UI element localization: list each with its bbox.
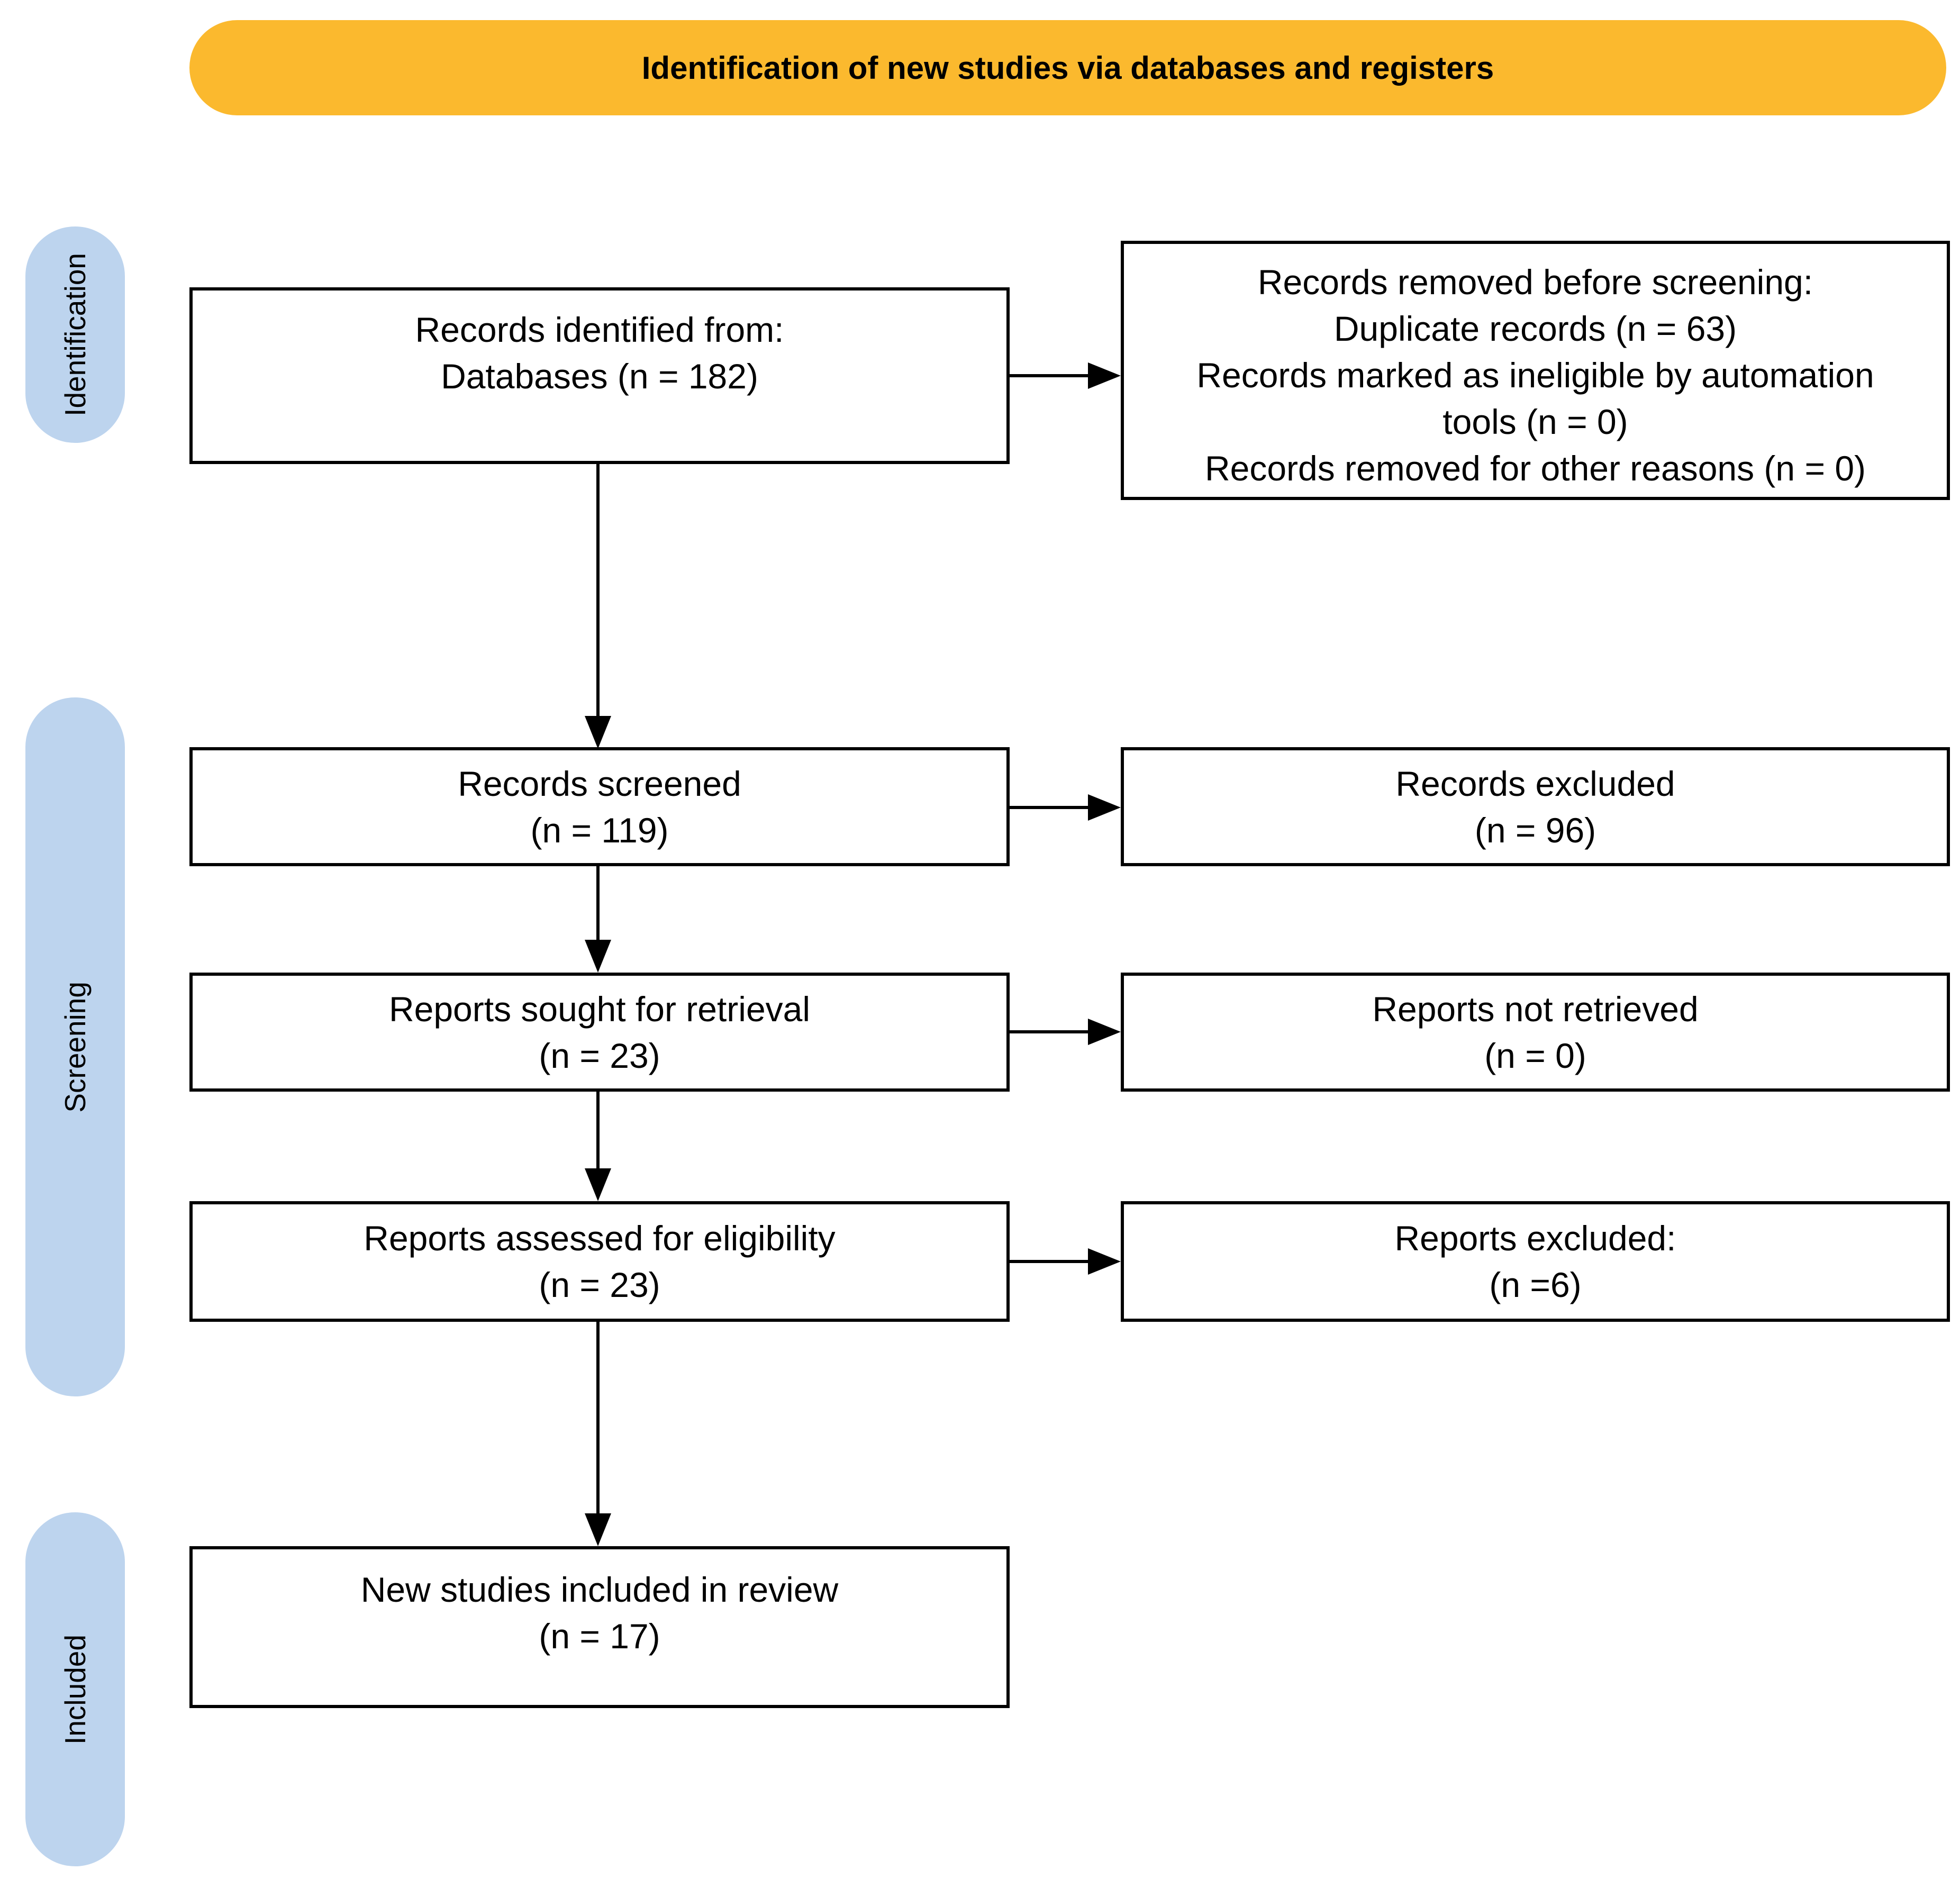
- arrow-sought-to-assessed-head-icon: [585, 1168, 611, 1201]
- records-screened-line-2: (n = 119): [530, 810, 669, 850]
- arrow-sought-to-assessed-line: [596, 1092, 600, 1169]
- reports-excluded-box: Reports excluded: (n =6): [1121, 1201, 1950, 1322]
- records-excluded-line-2: (n = 96): [1474, 810, 1596, 850]
- arrow-screened-to-sought-head-icon: [585, 940, 611, 973]
- reports-assessed-line-2: (n = 23): [539, 1265, 660, 1304]
- arrow-identified-to-screened-line: [596, 464, 600, 717]
- records-removed-line-2: Duplicate records (n = 63): [1333, 309, 1737, 348]
- new-studies-included-box: New studies included in review (n = 17): [189, 1546, 1010, 1708]
- arrow-screened-to-sought-line: [596, 866, 600, 941]
- arrow-assessed-to-repexcluded-line: [1010, 1260, 1089, 1263]
- reports-assessed-box: Reports assessed for eligibility (n = 23…: [189, 1201, 1010, 1322]
- arrow-identified-to-screened-head-icon: [585, 716, 611, 749]
- reports-sought-line-2: (n = 23): [539, 1036, 660, 1075]
- stage-label-screening-text: Screening: [59, 981, 92, 1113]
- arrow-identified-to-removed-head-icon: [1088, 362, 1121, 389]
- records-removed-box: Records removed before screening: Duplic…: [1121, 241, 1950, 500]
- new-studies-included-line-1: New studies included in review: [360, 1570, 839, 1609]
- records-removed-line-5: Records removed for other reasons (n = 0…: [1204, 449, 1866, 488]
- records-removed-line-1: Records removed before screening:: [1257, 262, 1813, 302]
- arrow-sought-to-notretrieved-head-icon: [1088, 1019, 1121, 1045]
- records-removed-line-3: Records marked as ineligible by automati…: [1196, 356, 1874, 395]
- arrow-assessed-to-included-line: [596, 1322, 600, 1514]
- arrow-identified-to-removed-line: [1010, 374, 1089, 377]
- records-excluded-box: Records excluded (n = 96): [1121, 747, 1950, 866]
- records-identified-box: Records identified from: Databases (n = …: [189, 287, 1010, 464]
- arrow-screened-to-excluded-line: [1010, 806, 1089, 809]
- stage-label-identification-text: Identification: [59, 253, 92, 416]
- reports-excluded-line-2: (n =6): [1489, 1265, 1582, 1304]
- reports-sought-line-1: Reports sought for retrieval: [388, 989, 811, 1029]
- new-studies-included-line-2: (n = 17): [539, 1617, 660, 1656]
- stage-label-included-text: Included: [59, 1634, 92, 1745]
- reports-not-retrieved-box: Reports not retrieved (n = 0): [1121, 973, 1950, 1092]
- stage-label-screening: Screening: [25, 697, 125, 1396]
- records-screened-line-1: Records screened: [458, 764, 741, 803]
- reports-excluded-line-1: Reports excluded:: [1394, 1219, 1676, 1258]
- arrow-screened-to-excluded-head-icon: [1088, 794, 1121, 821]
- banner-title: Identification of new studies via databa…: [641, 50, 1494, 86]
- records-excluded-line-1: Records excluded: [1395, 764, 1675, 803]
- records-identified-line-2: Databases (n = 182): [441, 357, 758, 396]
- reports-not-retrieved-line-2: (n = 0): [1484, 1036, 1586, 1075]
- banner: Identification of new studies via databa…: [189, 20, 1946, 115]
- reports-assessed-line-1: Reports assessed for eligibility: [364, 1219, 836, 1258]
- arrow-sought-to-notretrieved-line: [1010, 1030, 1089, 1033]
- records-screened-box: Records screened (n = 119): [189, 747, 1010, 866]
- arrow-assessed-to-included-head-icon: [585, 1513, 611, 1546]
- records-identified-line-1: Records identified from:: [415, 310, 784, 349]
- stage-label-identification: Identification: [25, 226, 125, 443]
- reports-not-retrieved-line-1: Reports not retrieved: [1372, 989, 1699, 1029]
- stage-label-included: Included: [25, 1512, 125, 1866]
- arrow-assessed-to-repexcluded-head-icon: [1088, 1248, 1121, 1275]
- reports-sought-box: Reports sought for retrieval (n = 23): [189, 973, 1010, 1092]
- records-removed-line-4: tools (n = 0): [1442, 402, 1628, 441]
